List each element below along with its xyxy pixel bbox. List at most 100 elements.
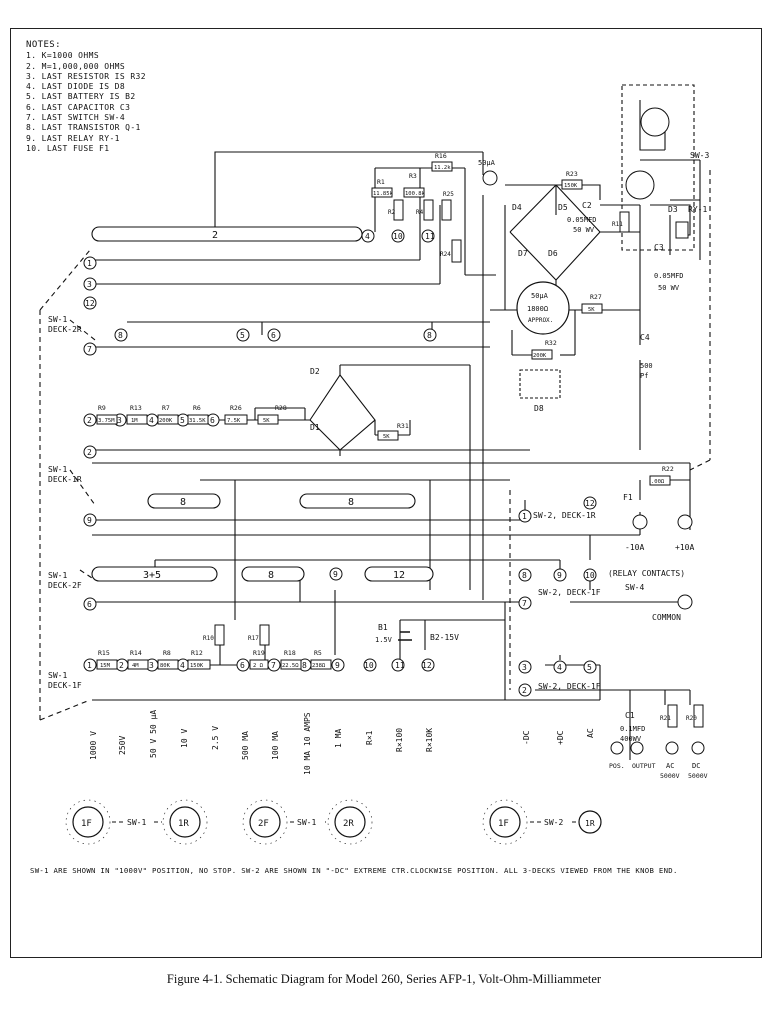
deck-label-sw2-1f: SW-2, DECK-1F (538, 588, 601, 597)
vertical-resistors: R2 R4 R25 R24 R10 R17 R11 R21 R20 (203, 191, 704, 728)
jack-common: COMMON (652, 613, 681, 622)
bar-label: 3+5 (143, 570, 161, 581)
deck-label-line: SW-1 (48, 465, 67, 474)
svg-text:2: 2 (119, 661, 124, 670)
knob-sw2-1r: 1R (578, 810, 602, 834)
svg-text:150K: 150K (190, 663, 204, 669)
range-labels: 1000 V 250V 50 V 50 μA 10 V 2.5 V 500 MA… (89, 710, 595, 775)
svg-text:R28: R28 (275, 404, 287, 412)
svg-text:1R: 1R (585, 819, 595, 828)
deck-bars: 2 8 8 3+5 8 12 (91, 226, 434, 582)
knob-sw2-1f: 1F (482, 799, 528, 845)
note-item: 3. LAST RESISTOR IS R32 (26, 71, 146, 81)
sw4-label: SW-4 (625, 583, 644, 592)
diode-d1: D1 (310, 423, 320, 432)
note-item: 8. LAST TRANSISTOR Q-1 (26, 123, 141, 133)
resistor-r4: R4 (416, 199, 434, 221)
sw1-link-label: SW-1 (127, 818, 146, 827)
note-item: 5. LAST BATTERY IS B2 (26, 92, 136, 102)
svg-text:10: 10 (393, 232, 403, 241)
svg-text:7: 7 (87, 345, 92, 354)
svg-text:R20: R20 (686, 715, 697, 722)
range-label: R×1 (365, 730, 374, 745)
meter-movement (516, 281, 570, 335)
cap-c3-voltage: 50 WV (658, 284, 680, 292)
svg-text:R7: R7 (162, 404, 170, 412)
svg-text:150K: 150K (564, 183, 578, 189)
battery-b2: B2-15V (430, 633, 459, 642)
svg-text:9: 9 (87, 516, 92, 525)
knob-1f: 1F (65, 799, 111, 845)
svg-text:7: 7 (522, 599, 527, 608)
deck-label-line: SW-1 (48, 315, 67, 324)
resistor-r22: R22.00Ω (649, 465, 674, 486)
svg-text:6: 6 (87, 600, 92, 609)
diode-d8: D8 (534, 404, 544, 413)
cap-c4: C4 (640, 333, 650, 342)
svg-text:11: 11 (395, 661, 405, 670)
note-item: 1. K=1000 OHMS (26, 51, 100, 61)
svg-text:2: 2 (87, 448, 92, 457)
cap-c4-value: 500 (640, 362, 653, 370)
svg-text:12: 12 (422, 661, 432, 670)
svg-text:R31: R31 (397, 422, 409, 430)
range-label: +DC (556, 730, 565, 745)
range-label: 2.5 V (211, 726, 220, 750)
svg-text:200K: 200K (159, 418, 173, 424)
range-label: 500 MA (241, 731, 250, 760)
range-label: 10 MA 10 AMPS (303, 712, 312, 775)
range-label: R×100 (395, 728, 404, 752)
svg-text:11: 11 (425, 232, 435, 241)
cap-c1: C1 (625, 711, 635, 720)
deck-label-sw2-1f: SW-2, DECK-1F (538, 682, 601, 691)
ry1-label: RY-1 (688, 205, 707, 214)
svg-text:5: 5 (240, 331, 245, 340)
deck-label-line: DECK-1R (48, 475, 82, 484)
svg-text:5K: 5K (383, 434, 390, 440)
resistor-r24: R24 (440, 239, 462, 263)
svg-text:8: 8 (522, 571, 527, 580)
diode-d5: D5 (558, 203, 568, 212)
svg-text:5: 5 (587, 663, 592, 672)
svg-text:R13: R13 (130, 404, 142, 412)
notes-block: NOTES: 1. K=1000 OHMS 2. M=1,000,000 OHM… (26, 40, 146, 154)
resistor-r20: R20 (686, 704, 704, 728)
resistor-r9: R93.75M (96, 404, 118, 425)
svg-text:11.2k: 11.2k (434, 165, 451, 171)
switch-contacts (83, 170, 705, 755)
svg-text:5K: 5K (588, 307, 595, 313)
svg-text:8: 8 (427, 331, 432, 340)
rotor-bar-2 (91, 226, 363, 242)
sw2-link-label-bg (541, 815, 569, 827)
bar-label: 2 (212, 230, 218, 241)
range-label: 1000 V (89, 731, 98, 760)
svg-text:7: 7 (271, 661, 276, 670)
sw1-link-label: SW-1 (297, 818, 316, 827)
svg-text:1: 1 (87, 259, 92, 268)
cap-c3: C3 (654, 243, 664, 252)
svg-text:R11: R11 (612, 221, 623, 228)
svg-text:3: 3 (522, 663, 527, 672)
jack-output: OUTPUT (632, 762, 656, 770)
svg-text:R22: R22 (662, 465, 674, 473)
svg-text:200K: 200K (533, 353, 547, 359)
jack-ac: AC (666, 762, 674, 770)
range-label: 50 V 50 μA (149, 710, 158, 758)
range-label: 1 MA (334, 729, 343, 748)
bar-label: 12 (393, 570, 405, 581)
svg-text:6: 6 (210, 416, 215, 425)
svg-text:8: 8 (302, 661, 307, 670)
jack-labels: -10A +10A COMMON POS. OUTPUT AC 5000V DC… (609, 543, 708, 780)
note-item: 10. LAST FUSE F1 (26, 143, 110, 153)
notes-title: NOTES: (26, 40, 61, 50)
diode-d4: D4 (512, 203, 522, 212)
svg-text:R17: R17 (248, 635, 259, 642)
